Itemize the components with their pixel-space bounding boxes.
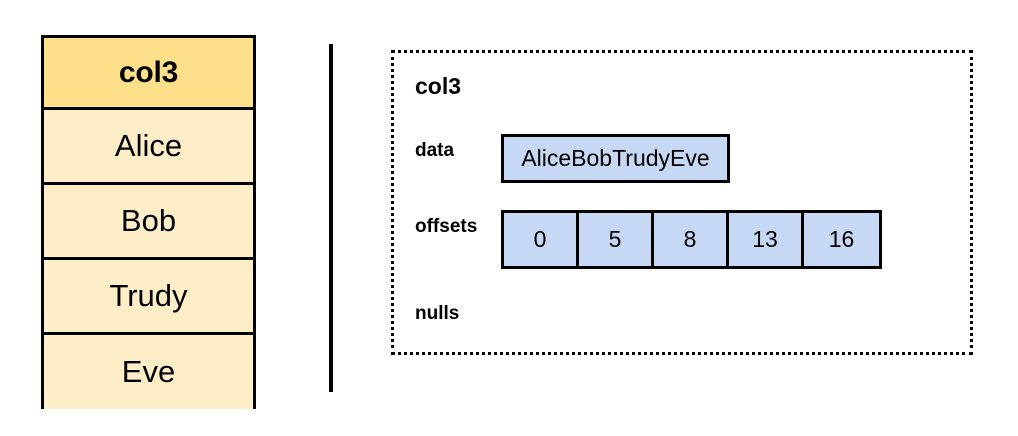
- data-buffer-value: AliceBobTrudyEve: [521, 145, 710, 171]
- offsets-buffer-label: offsets: [415, 216, 478, 237]
- columnar-memory-layout-panel: col3 data AliceBobTrudyEve offsets 0 5 8…: [391, 50, 973, 355]
- nulls-buffer-label: nulls: [415, 303, 460, 324]
- offset-cell: 5: [579, 213, 654, 266]
- logical-column-header: col3: [44, 38, 253, 110]
- table-row: Trudy: [44, 260, 253, 335]
- logical-column-table: col3 Alice Bob Trudy Eve: [41, 35, 256, 409]
- panel-title: col3: [415, 73, 462, 99]
- table-row: Bob: [44, 185, 253, 260]
- offsets-buffer-row: 0 5 8 13 16: [501, 210, 882, 269]
- vertical-divider: [329, 44, 333, 392]
- table-row: Alice: [44, 110, 253, 185]
- offset-cell: 8: [654, 213, 729, 266]
- data-buffer-box: AliceBobTrudyEve: [501, 134, 730, 183]
- offset-cell: 0: [504, 213, 579, 266]
- table-row: Eve: [44, 335, 253, 409]
- data-buffer-label: data: [415, 140, 455, 161]
- offset-cell: 13: [729, 213, 804, 266]
- offset-cell: 16: [804, 213, 879, 266]
